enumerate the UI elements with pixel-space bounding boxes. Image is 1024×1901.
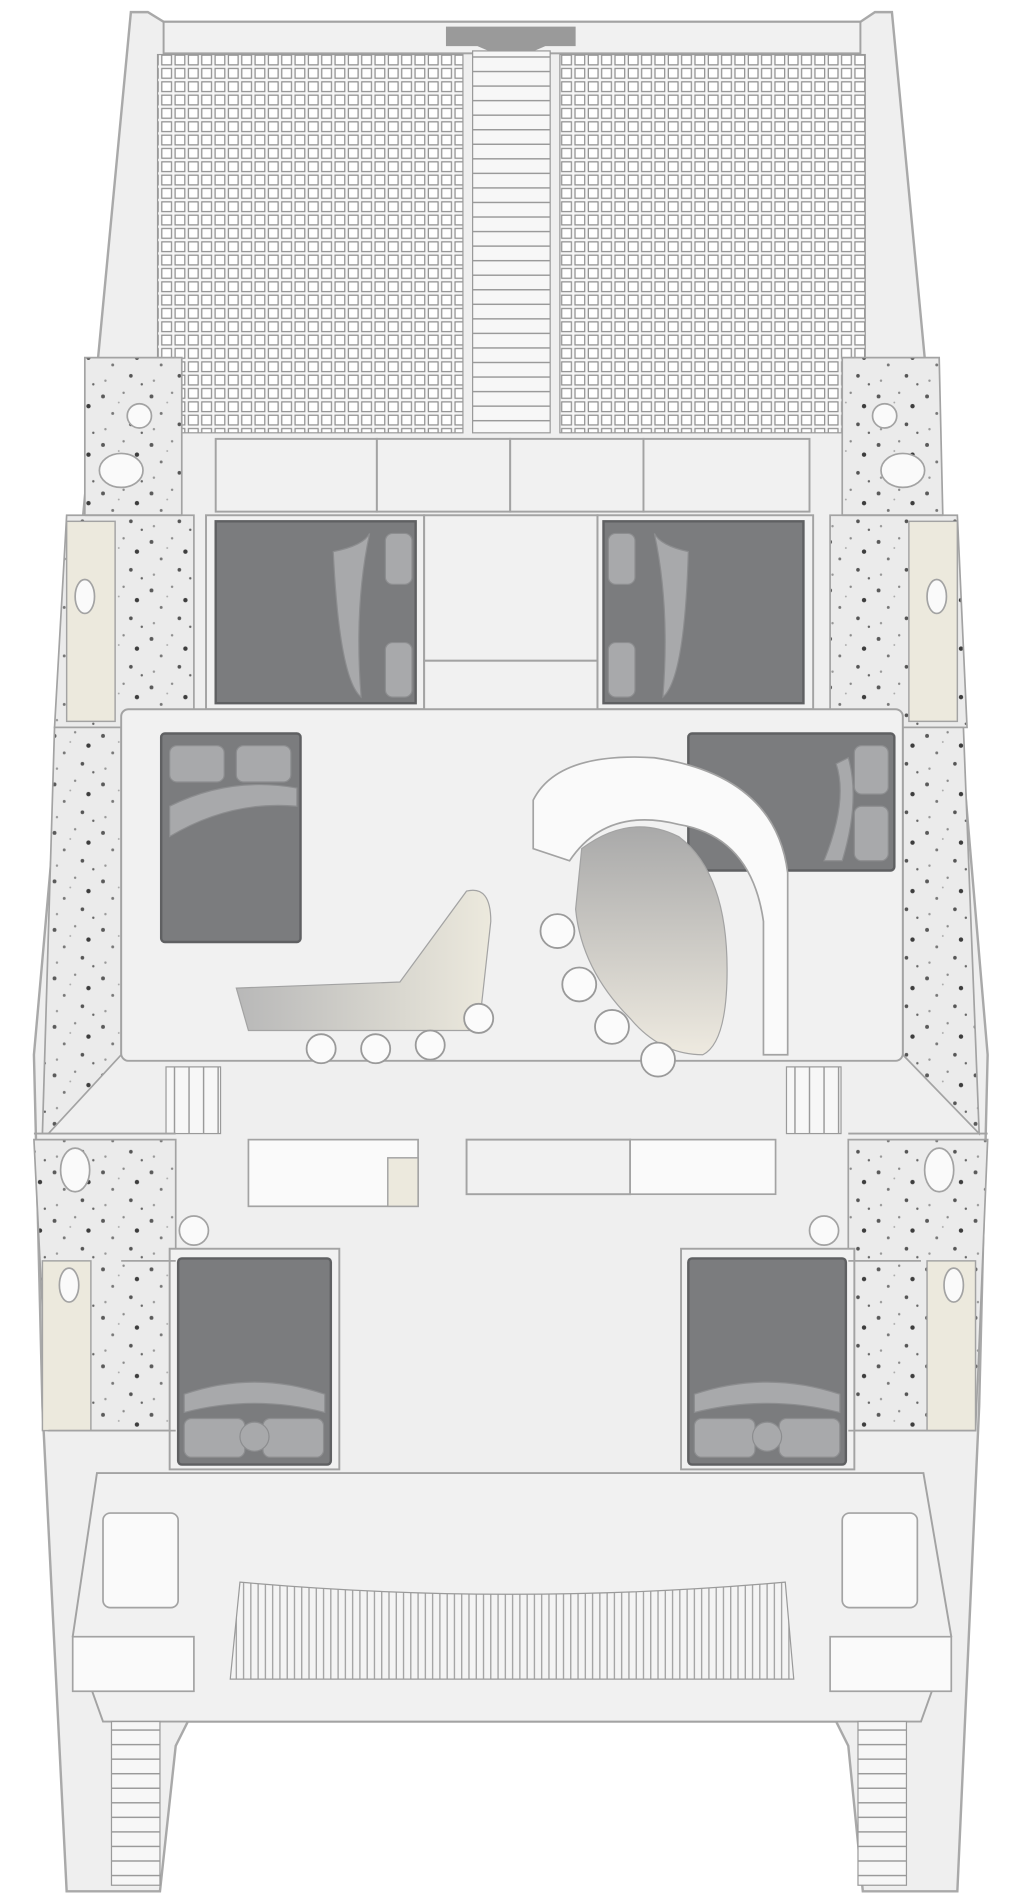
stool: [539, 913, 576, 949]
curved-settee: [532, 756, 789, 1056]
pillow: [823, 756, 854, 862]
forward-storage-lower: [423, 659, 599, 717]
stbd-galley-counter: [629, 1138, 777, 1196]
pillow: [853, 745, 889, 795]
aft-port-cabin: [168, 1247, 341, 1471]
pillow: [169, 745, 225, 783]
bulkheads: [33, 514, 988, 1432]
aft-stbd-cabin: [680, 1247, 856, 1471]
aft-deck-grating: [229, 1581, 795, 1680]
stool: [463, 1002, 495, 1034]
port-fwd-head-floor: [83, 356, 183, 517]
aft-bulkhead-unit: [465, 1138, 632, 1196]
pillow: [169, 784, 298, 838]
forward-lockers: [214, 437, 811, 513]
stool: [640, 1041, 676, 1078]
stool: [360, 1033, 392, 1065]
trampoline-starboard[interactable]: [559, 53, 866, 434]
stbd-vanity: [908, 520, 959, 723]
pillow: [853, 805, 889, 862]
port-aft-hatch[interactable]: [102, 1512, 179, 1609]
stbd-companionway-steps[interactable]: [785, 1066, 842, 1135]
bow-fitting: [445, 26, 576, 61]
stool: [594, 1008, 630, 1045]
stool: [561, 966, 598, 1003]
port-vanity: [65, 520, 116, 723]
stbd-swim-platform: [829, 1635, 953, 1693]
forward-stbd-cabin: [596, 514, 815, 711]
forward-storage: [423, 514, 599, 662]
port-companionway-steps[interactable]: [165, 1066, 222, 1135]
galley-sink-unit: [387, 1157, 419, 1208]
port-transom-steps[interactable]: [110, 1720, 161, 1886]
bed: [687, 1257, 848, 1466]
trampoline-port[interactable]: [156, 53, 464, 434]
saloon-sofa: [235, 889, 492, 1032]
bed: [602, 520, 805, 705]
pillow: [235, 745, 292, 783]
stbd-transom-steps[interactable]: [857, 1720, 908, 1886]
port-swim-platform: [71, 1635, 195, 1693]
stool: [414, 1029, 446, 1061]
saloon-table: [575, 826, 728, 1056]
bed: [214, 520, 417, 705]
stbd-fwd-head-floor: [841, 356, 944, 517]
port-passage-floor: [41, 726, 123, 1135]
bar-stools: [305, 913, 676, 1078]
bed: [176, 1257, 333, 1466]
stbd-aft-hatch[interactable]: [841, 1512, 919, 1609]
forward-port-cabin: [205, 514, 426, 711]
stool: [305, 1033, 337, 1065]
center-walkway[interactable]: [472, 50, 551, 434]
